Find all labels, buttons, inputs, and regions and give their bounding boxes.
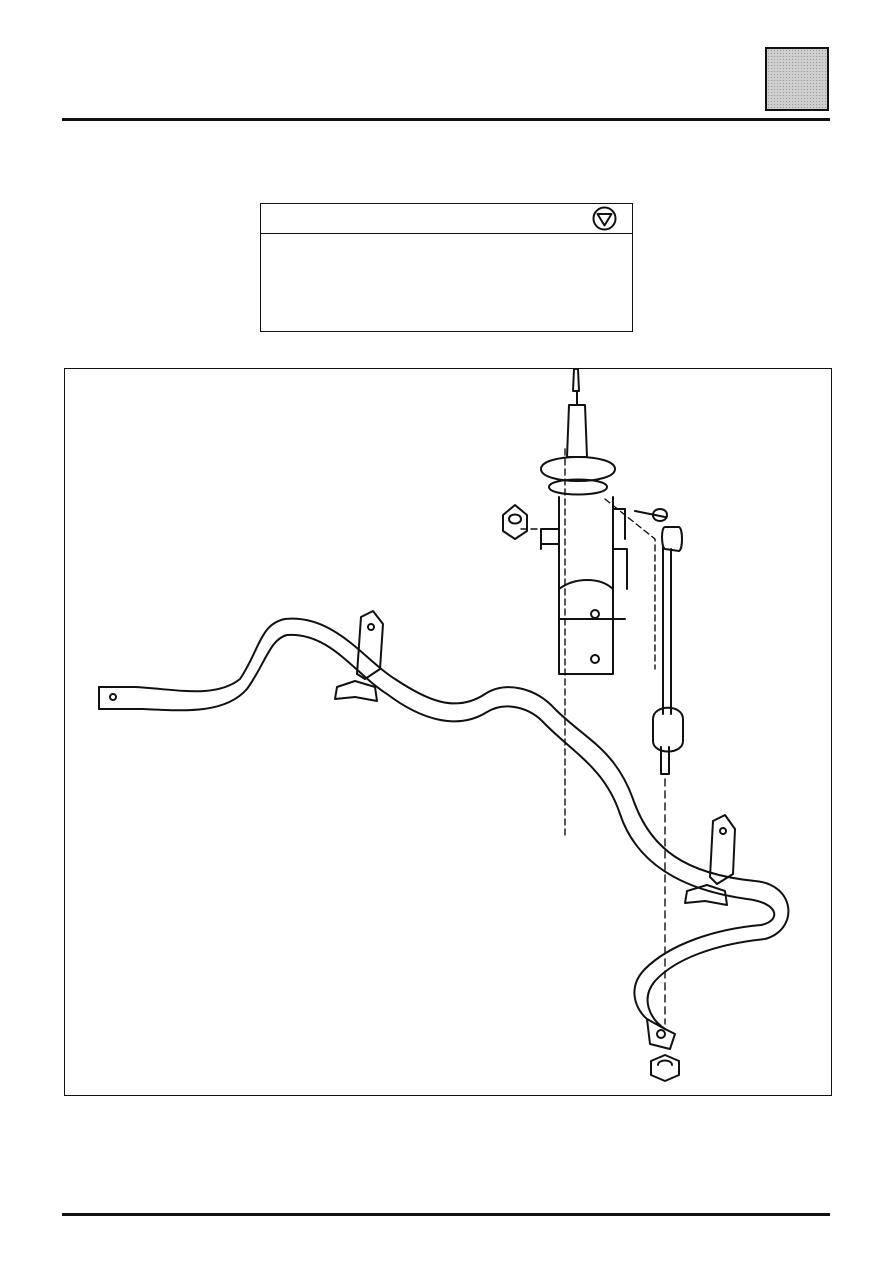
nut [650,1054,680,1082]
anti-roll-bar-clamp [334,610,736,906]
torque-wrench-symbol-icon [592,206,617,231]
torque-box-body [261,234,632,250]
bushing [502,504,528,540]
footer-rule [62,1213,830,1216]
anti-roll-bar-drawing [98,369,790,1082]
header-rule [62,118,830,121]
drop-link [634,508,684,775]
exploded-view-figure [64,368,832,1096]
section-tab [765,47,829,111]
shock-absorber-strut [540,369,628,675]
torque-specification-box [260,203,633,332]
anti-roll-bar [98,617,790,1050]
torque-box-header [261,204,632,234]
